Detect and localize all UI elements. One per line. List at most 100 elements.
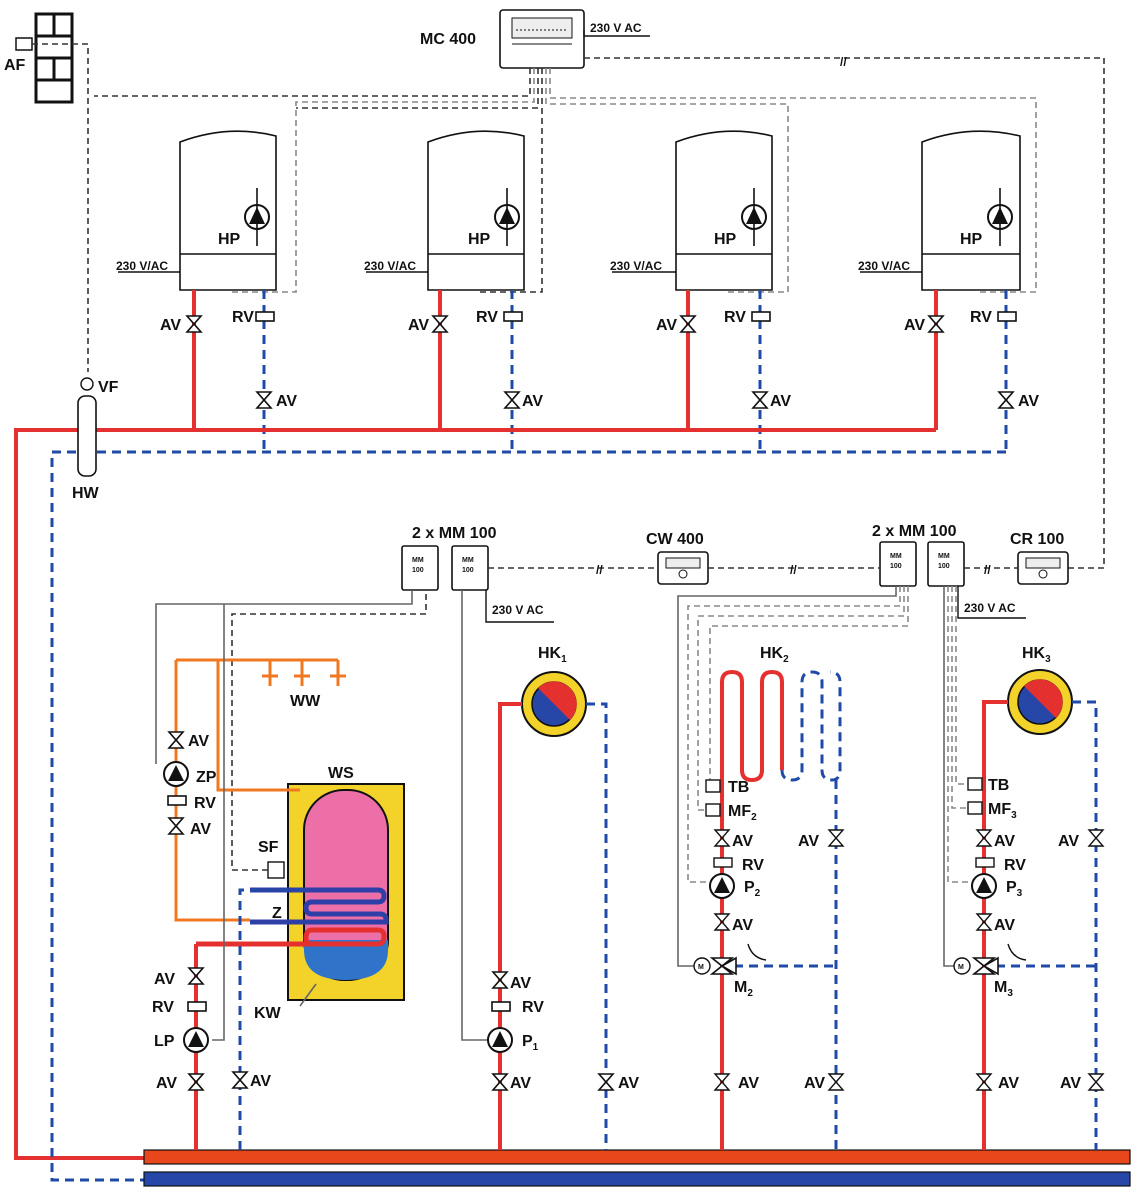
svg-text:MM: MM [938,553,950,560]
label-av-hk3b: AV [994,917,1015,934]
pump-p3 [971,873,997,899]
underfloor-loop-hk2-flow [720,669,784,783]
label-mm-right-mains: 230 V AC [964,601,1016,615]
label-mf3: MF3 [988,801,1017,821]
label-av-hk2e: AV [804,1075,825,1092]
label-mm-left-mains: 230 V AC [492,603,544,617]
svg-text:MM: MM [462,557,474,564]
label-rv-lp: RV [152,999,174,1016]
label-tb3: TB [988,777,1009,794]
label-av-b1: AV [160,317,181,334]
label-m2: M2 [734,979,753,999]
label-mc400: MC 400 [420,31,476,48]
label-av-hk3c: AV [1058,833,1079,850]
controller-cr100 [1017,551,1069,585]
label-mc400-mains: 230 V AC [590,21,642,35]
boiler-2 [427,130,525,291]
svg-text:100: 100 [462,567,474,574]
label-av-hk1c: AV [618,1075,639,1092]
label-av-hk1b: AV [510,1075,531,1092]
svg-text://: // [840,55,847,69]
label-av-lp1: AV [154,971,175,988]
label-cr100: CR 100 [1010,531,1064,548]
label-m3: M3 [994,979,1013,999]
label-av-ws-return: AV [250,1073,271,1090]
svg-text:MM: MM [890,553,902,560]
storage-sensor-sf [267,861,285,879]
label-av-hk3d: AV [998,1075,1019,1092]
label-rv-b1: RV [232,309,254,326]
label-p2: P2 [744,879,761,899]
label-av-b3: AV [656,317,677,334]
label-zp: ZP [196,769,217,786]
label-tb2: TB [728,779,749,796]
hydraulic-separator-hw [77,377,97,477]
boiler-valves [185,311,1017,409]
label-rv-hk3: RV [1004,857,1026,874]
outdoor-wall [34,12,74,104]
label-mf2: MF2 [728,803,757,823]
outdoor-sensor-af [15,37,33,51]
label-rv-hk1: RV [522,999,544,1016]
label-boiler2-mains: 230 V/AC [364,259,416,273]
svg-text://: // [984,563,991,577]
label-hk2: HK2 [760,645,789,665]
svg-text:MM: MM [412,557,424,564]
label-av-hk2d: AV [738,1075,759,1092]
label-hp-3: HP [714,231,737,248]
flow-header-bar [143,1149,1131,1165]
controller-cw400 [657,551,709,585]
boiler-1 [179,130,277,291]
svg-text://: // [790,563,797,577]
underfloor-loop-hk2-return [780,670,842,782]
controller-mc400 [499,9,585,69]
svg-text:100: 100 [938,563,950,570]
svg-text://: // [596,563,603,577]
boiler-3 [675,130,773,291]
label-rv-b4: RV [970,309,992,326]
label-ws: WS [328,765,354,782]
label-kw: KW [254,1005,282,1022]
pump-p1 [487,1027,513,1053]
label-rv-hk2: RV [742,857,764,874]
label-rv-zp: RV [194,795,216,812]
label-hw: HW [72,485,100,502]
label-mm-group-left: 2 x MM 100 [412,525,497,542]
pump-p2 [709,873,735,899]
label-lp: LP [154,1033,175,1050]
label-z: Z [272,905,282,922]
label-hp-1: HP [218,231,241,248]
pump-zp [163,761,189,787]
label-cw400: CW 400 [646,531,704,548]
mixing-valve-m3 [953,956,999,976]
label-av-hk1a: AV [510,975,531,992]
label-ww: WW [290,693,321,710]
label-af: AF [4,57,26,74]
label-rv-b3: RV [724,309,746,326]
radiator-hk3 [1007,669,1073,735]
label-motor-m3: M [958,964,964,971]
label-av-zp1: AV [188,733,209,750]
tank-coil-lower [196,927,387,947]
label-hk1: HK1 [538,645,567,665]
label-av-hk2b: AV [732,917,753,934]
label-av-r3: AV [770,393,791,410]
radiator-hk1 [521,671,587,737]
pump-lp [183,1027,209,1053]
boiler-4 [921,130,1021,291]
label-sf: SF [258,839,279,856]
mm100-left-a [401,545,439,591]
label-av-lp2: AV [156,1075,177,1092]
svg-text:100: 100 [890,563,902,570]
label-av-hk2a: AV [732,833,753,850]
label-motor-m2: M [698,964,704,971]
label-boiler1-mains: 230 V/AC [116,259,168,273]
svg-text:100: 100 [412,567,424,574]
label-hp-2: HP [468,231,491,248]
label-mm-group-right: 2 x MM 100 [872,523,957,540]
return-header-bar [143,1171,1131,1187]
label-av-r4: AV [1018,393,1039,410]
label-boiler3-mains: 230 V/AC [610,259,662,273]
mm100-right-b [927,541,965,587]
